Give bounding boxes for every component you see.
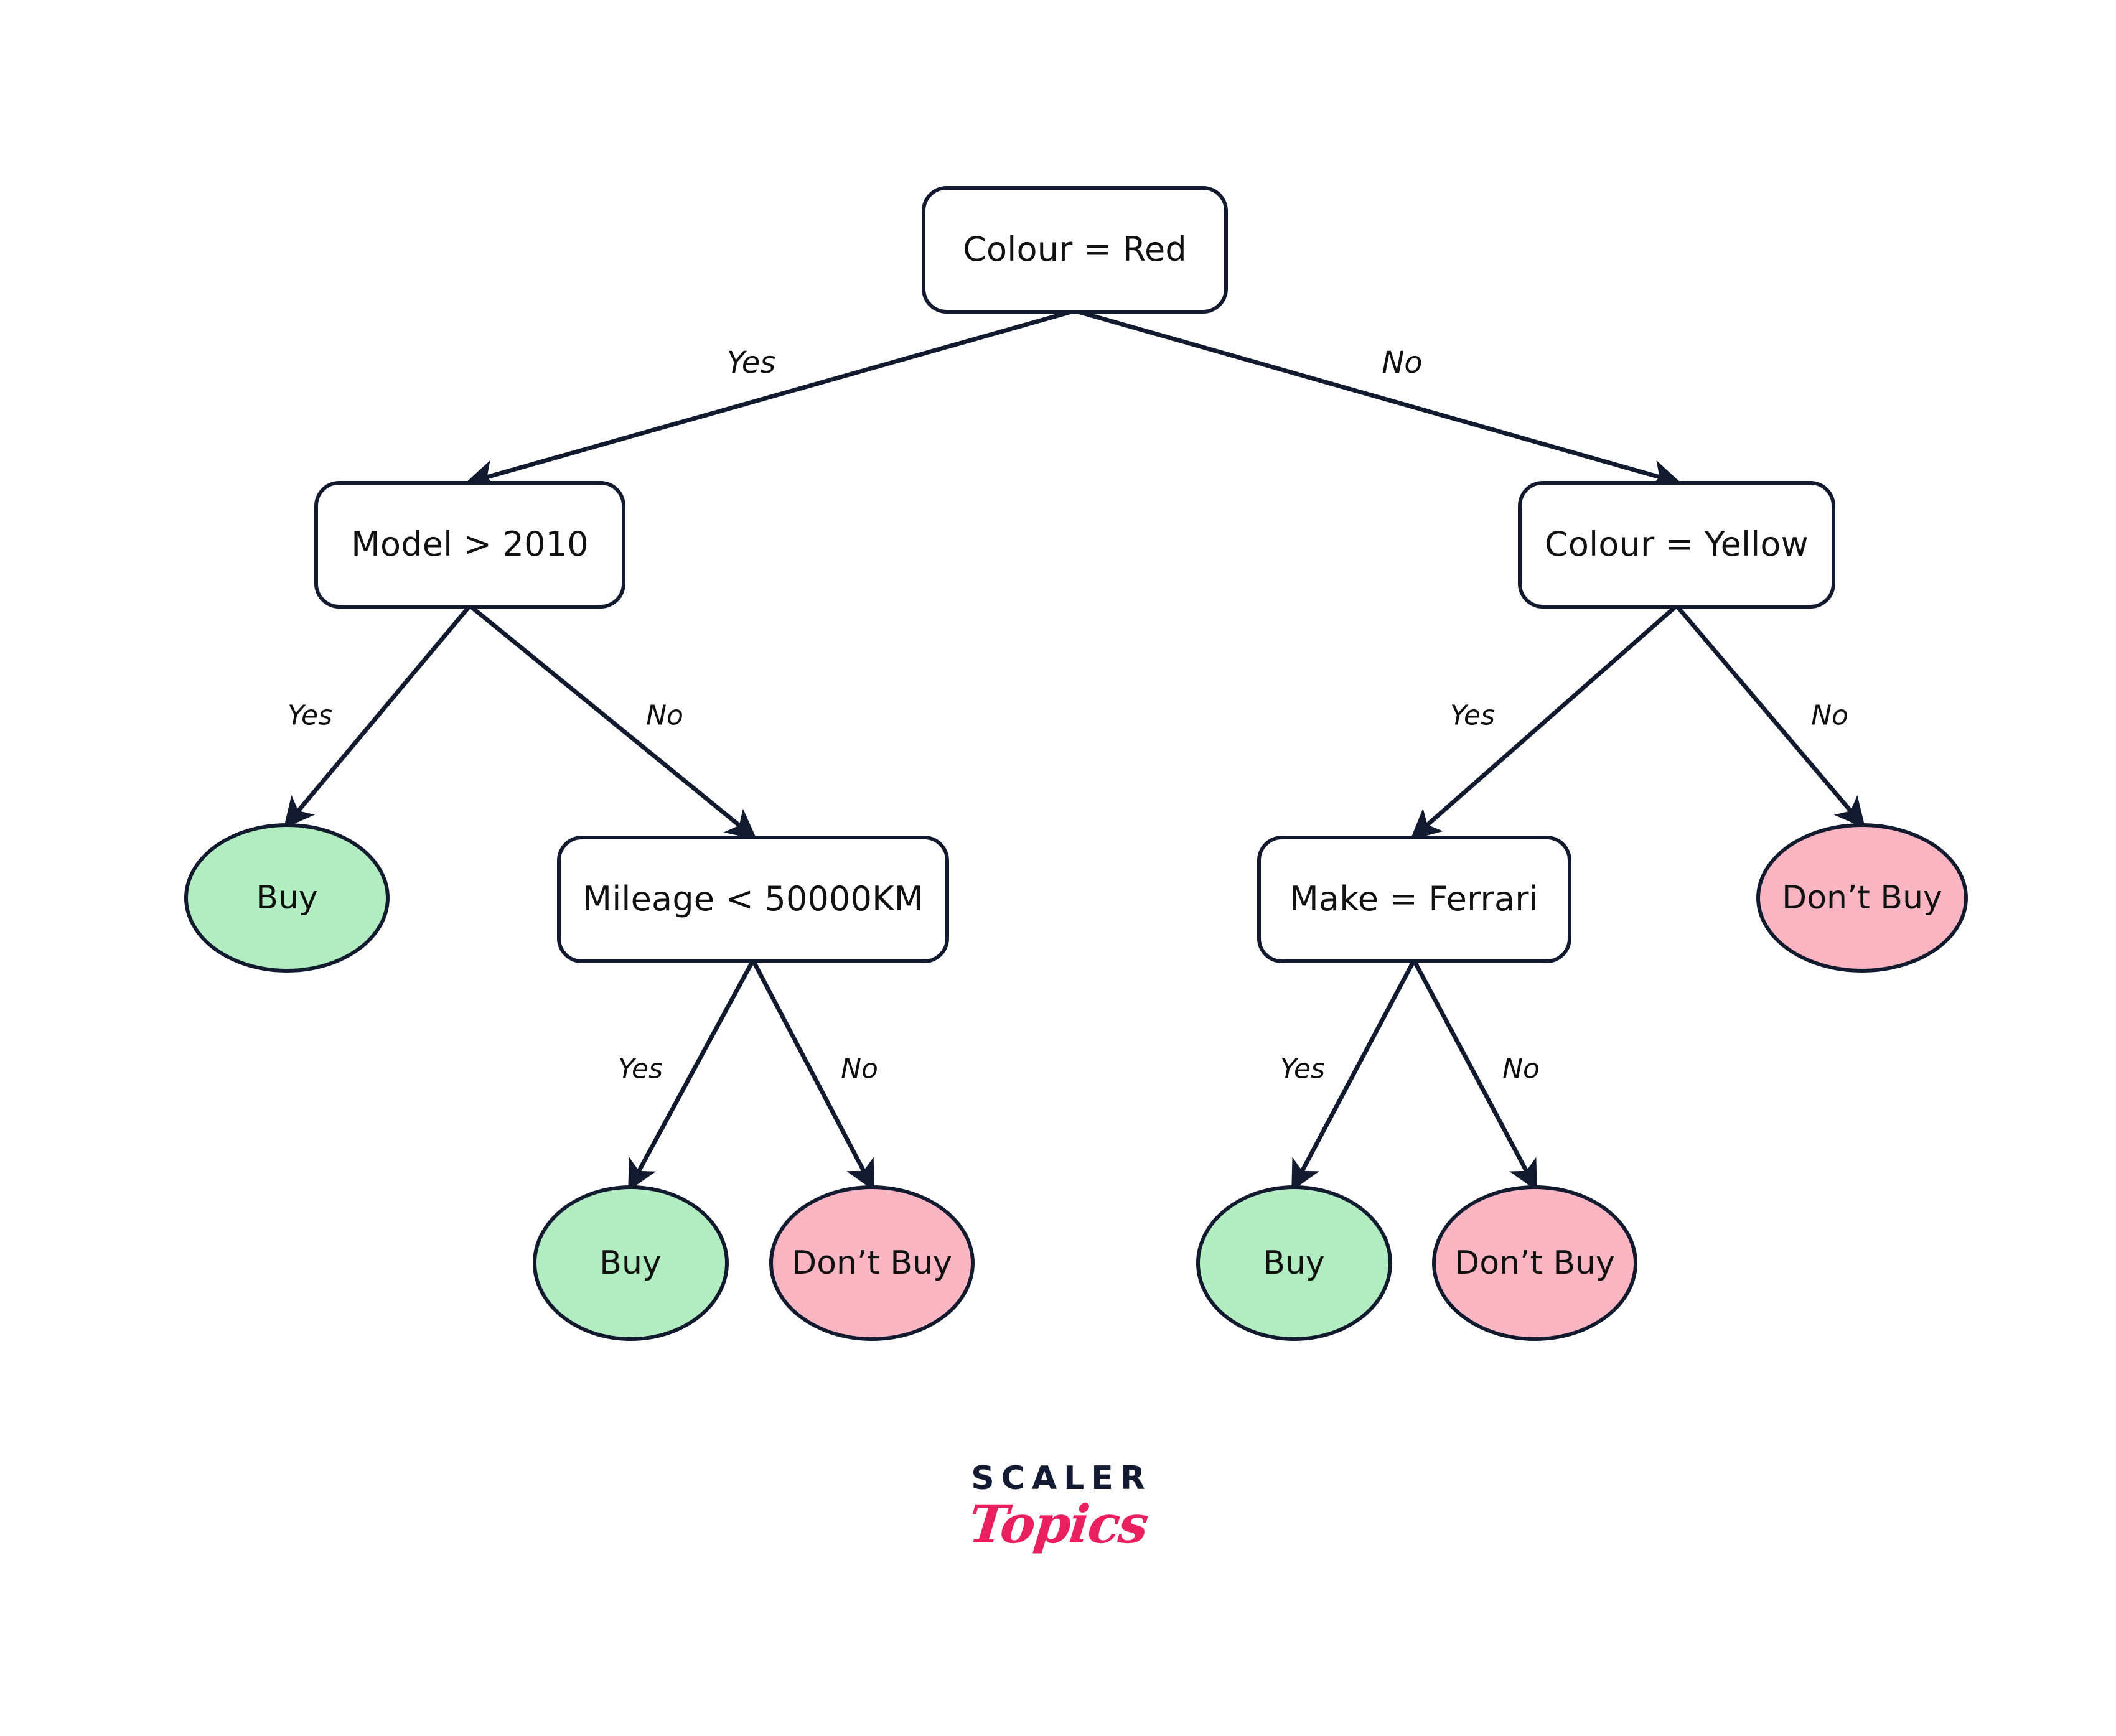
node-label: Mileage < 50000KM xyxy=(583,879,924,918)
node-label: Don’t Buy xyxy=(1454,1244,1615,1282)
node-label: Colour = Yellow xyxy=(1544,524,1809,564)
tree-edge xyxy=(468,604,757,840)
edge-label-yes: Yes xyxy=(1280,1053,1326,1085)
leaf-node-dont-buy[interactable]: Don’t Buy xyxy=(1432,1185,1637,1341)
logo-topics-text: Topics xyxy=(965,1493,1151,1555)
leaf-node-buy[interactable]: Buy xyxy=(532,1185,729,1341)
edge-label-yes: Yes xyxy=(617,1053,663,1085)
tree-edge xyxy=(1074,309,1682,490)
edge-label-no: No xyxy=(646,699,683,732)
leaf-node-dont-buy[interactable]: Don’t Buy xyxy=(1756,823,1968,973)
decision-node[interactable]: Model > 2010 xyxy=(314,480,625,609)
node-label: Buy xyxy=(599,1244,662,1282)
node-label: Colour = Red xyxy=(963,229,1187,269)
scaler-topics-logo: SCALER Topics xyxy=(0,1460,2116,1555)
logo-scaler-text: SCALER xyxy=(971,1460,1152,1497)
decision-node[interactable]: Colour = Red xyxy=(922,185,1228,314)
leaf-node-buy[interactable]: Buy xyxy=(184,823,390,973)
edge-label-yes: Yes xyxy=(287,699,333,732)
node-label: Don’t Buy xyxy=(792,1244,952,1282)
leaf-node-buy[interactable]: Buy xyxy=(1196,1185,1392,1341)
node-label: Buy xyxy=(256,879,318,917)
edge-label-no: No xyxy=(841,1053,878,1085)
decision-node[interactable]: Colour = Yellow xyxy=(1518,480,1835,609)
node-label: Make = Ferrari xyxy=(1290,879,1538,918)
edge-label-no: No xyxy=(1382,345,1423,380)
leaf-node-dont-buy[interactable]: Don’t Buy xyxy=(769,1185,975,1341)
node-label: Model > 2010 xyxy=(351,524,589,564)
decision-node[interactable]: Mileage < 50000KM xyxy=(557,835,949,963)
edge-label-no: No xyxy=(1502,1053,1540,1085)
decision-node[interactable]: Make = Ferrari xyxy=(1257,835,1571,963)
tree-edge xyxy=(465,309,1075,490)
node-label: Buy xyxy=(1263,1244,1325,1282)
edge-label-no: No xyxy=(1811,699,1848,732)
edge-label-yes: Yes xyxy=(1449,699,1496,732)
edge-label-yes: Yes xyxy=(726,345,776,380)
node-label: Don’t Buy xyxy=(1782,879,1942,917)
